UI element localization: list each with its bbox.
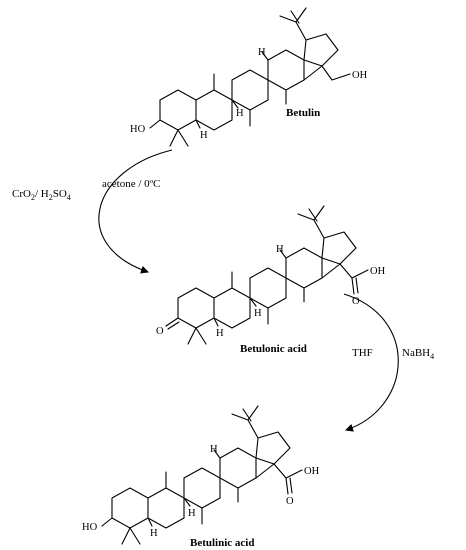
betulinic-acid-name: Betulinic acid [190, 537, 254, 549]
betulonic-o2-label: O [352, 296, 360, 307]
step2-arrow [343, 293, 399, 432]
betulonic-acid-structure: O OH O H H H Betulonic acid [156, 205, 386, 355]
step1-arrow [98, 149, 173, 274]
step2-solvent: THF [352, 347, 373, 359]
betulinic-acid-structure: HO OH O H H H Betulinic acid [82, 405, 320, 549]
betulin-ho-label: HO [130, 124, 146, 135]
betulinic-oh-label: OH [304, 466, 320, 477]
betulin-h3-label: H [200, 130, 208, 141]
betulonic-h3-label: H [216, 328, 224, 339]
betulin-structure: HO OH H H H Betulin [130, 7, 368, 147]
step2-reagent: NaBH4 [402, 347, 434, 361]
step1-conditions: acetone / 0ºC [102, 178, 160, 190]
betulinic-h1-label: H [188, 508, 196, 519]
betulinic-h2-label: H [210, 444, 218, 455]
betulin-oh-label: OH [352, 70, 368, 81]
betulonic-o-label: O [156, 326, 164, 337]
betulonic-oh-label: OH [370, 266, 386, 277]
betulin-name: Betulin [286, 107, 320, 119]
betulonic-acid-name: Betulonic acid [240, 343, 307, 355]
betulonic-h2-label: H [276, 244, 284, 255]
betulinic-o-label: O [286, 496, 294, 507]
betulinic-h3-label: H [150, 528, 158, 539]
betulinic-ho-label: HO [82, 522, 98, 533]
betulonic-h1-label: H [254, 308, 262, 319]
step1-reagent: CrO2/ H2SO4 [12, 188, 71, 202]
betulin-h1-label: H [236, 108, 244, 119]
betulin-h2-label: H [258, 47, 266, 58]
